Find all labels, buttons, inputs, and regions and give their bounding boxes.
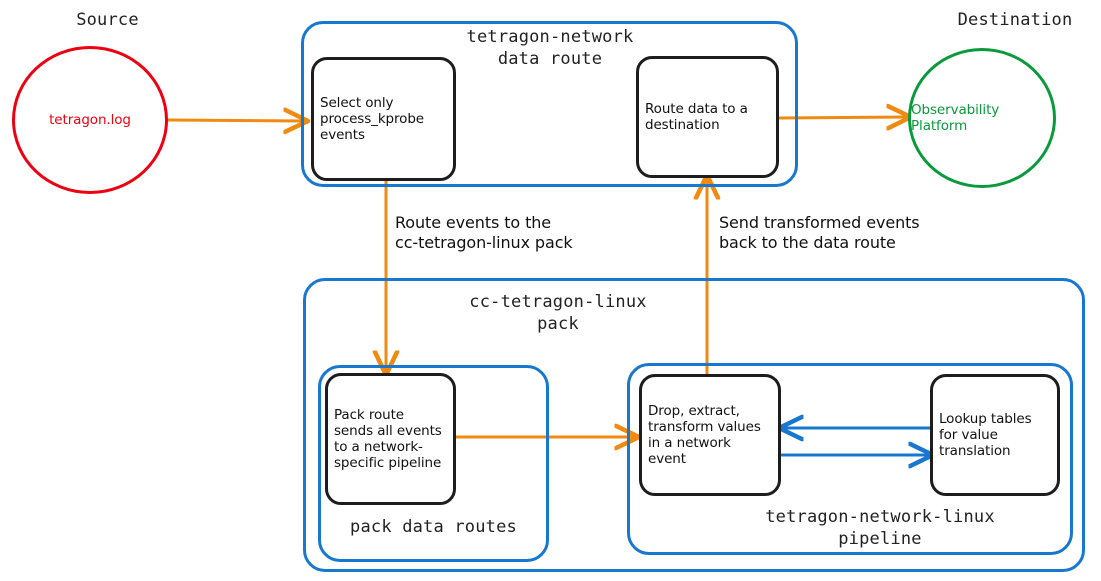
arrow-source-to-select	[166, 120, 305, 121]
group-cc-tetragon-linux-pack[interactable]	[303, 278, 1085, 572]
node-lookup-label: Lookup tables for value translation	[939, 411, 1032, 459]
node-route-data-to-destination[interactable]: Route data to a destination	[636, 56, 779, 178]
source-node-tetragon-log[interactable]: tetragon.log	[12, 46, 168, 194]
node-pack-route-label: Pack route sends all events to a network…	[334, 407, 442, 471]
node-select-process-kprobe-events[interactable]: Select only process_kprobe events	[311, 57, 456, 181]
source-node-label: tetragon.log	[49, 112, 131, 128]
destination-node-observability-platform[interactable]: Observability Platform	[908, 48, 1056, 188]
node-drop-extract-transform[interactable]: Drop, extract, transform values in a net…	[639, 374, 781, 496]
destination-node-label: Observability Platform	[911, 102, 1000, 134]
group-tetragon-network-data-route[interactable]	[301, 21, 798, 187]
node-pack-route-sends-all-events[interactable]: Pack route sends all events to a network…	[325, 373, 456, 505]
group-pack-data-routes[interactable]	[318, 365, 549, 562]
arrow-route-to-destination	[778, 117, 908, 118]
node-select-label: Select only process_kprobe events	[320, 95, 425, 143]
node-route-label: Route data to a destination	[645, 101, 748, 133]
node-transform-label: Drop, extract, transform values in a net…	[648, 403, 761, 467]
group-tetragon-network-linux-pipeline[interactable]	[627, 363, 1073, 555]
node-lookup-tables-for-value-translation[interactable]: Lookup tables for value translation	[930, 374, 1060, 496]
